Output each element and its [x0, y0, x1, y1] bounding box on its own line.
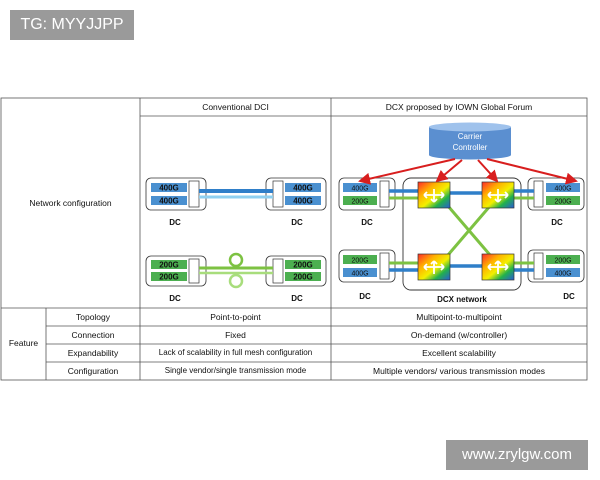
feature-conventional-value: Point-to-point	[210, 312, 261, 322]
feature-conventional-value: Single vendor/single transmission mode	[164, 366, 307, 375]
dc-label: DC	[291, 294, 303, 303]
transceiver-label: 400G	[554, 271, 571, 278]
dc-conv-bottom-left: 200G 200G	[145, 255, 207, 287]
transceiver-label: 200G	[159, 273, 179, 282]
transceiver-label: 200G	[554, 258, 571, 265]
optical-switch	[417, 181, 451, 209]
dcx-dc-top-right: 400G 200G	[527, 177, 585, 211]
feature-name: Connection	[71, 330, 115, 340]
conventional-diagram: 400G 400G 400G 400G DC DC 200G 200G	[145, 177, 327, 303]
controller-label-line2: Controller	[453, 143, 488, 152]
transceiver-label: 400G	[159, 197, 179, 206]
transceiver-label: 400G	[159, 184, 179, 193]
dcx-dc-top-left: 400G 200G	[338, 177, 396, 211]
watermark-top: TG: MYYJJPP	[10, 10, 134, 40]
transceiver-label: 400G	[351, 271, 368, 278]
fiber-loop	[228, 273, 244, 289]
optical-switch	[417, 253, 451, 281]
dcx-dc-bottom-right: 200G 400G	[527, 249, 585, 283]
dcx-network-label: DCX network	[437, 295, 487, 304]
transceiver-label: 200G	[293, 261, 313, 270]
transceiver-label: 400G	[351, 186, 368, 193]
transceiver-label: 400G	[293, 184, 313, 193]
feature-dcx-value: Multiple vendors/ various transmission m…	[373, 366, 545, 376]
transceiver-label: 200G	[351, 199, 368, 206]
feature-dcx-value: Multipoint-to-multipoint	[416, 312, 502, 322]
feature-dcx-value: On-demand (w/controller)	[410, 330, 508, 340]
feature-name: Topology	[75, 312, 111, 322]
optical-switch	[481, 253, 515, 281]
dc-label: DC	[359, 292, 371, 301]
feature-conventional-value: Fixed	[225, 330, 246, 340]
dc-label: DC	[169, 294, 181, 303]
row-label-network-configuration: Network configuration	[29, 198, 112, 208]
transceiver-label: 400G	[293, 197, 313, 206]
feature-conventional-value: Lack of scalability in full mesh configu…	[158, 348, 313, 357]
transceiver-label: 400G	[554, 186, 571, 193]
dc-label: DC	[169, 218, 181, 227]
transceiver-label: 200G	[159, 261, 179, 270]
optical-switch	[481, 181, 515, 209]
fiber-loop	[228, 252, 244, 268]
header-conventional-dci: Conventional DCI	[202, 102, 269, 112]
dc-conv-bottom-right: 200G 200G	[265, 255, 327, 287]
dc-label: DC	[551, 218, 563, 227]
dc-label: DC	[291, 218, 303, 227]
transceiver-label: 200G	[293, 273, 313, 282]
dc-label: DC	[563, 292, 575, 301]
row-label-feature: Feature	[8, 338, 39, 348]
dcx-dc-bottom-left: 200G 400G	[338, 249, 396, 283]
feature-name: Expandability	[67, 348, 119, 358]
dc-label: DC	[361, 218, 373, 227]
transceiver-label: 200G	[554, 199, 571, 206]
watermark-bottom: www.zrylgw.com	[446, 440, 588, 470]
control-arrows	[358, 158, 578, 185]
feature-name: Configuration	[67, 366, 119, 376]
carrier-controller: Carrier Controller	[429, 122, 511, 160]
feature-dcx-value: Excellent scalability	[422, 348, 496, 358]
dcx-diagram: Carrier Controller DCX network 400G 200G…	[338, 122, 585, 304]
dc-conv-top-left: 400G 400G	[145, 177, 207, 211]
dc-conv-top-right: 400G 400G	[265, 177, 327, 211]
controller-label-line1: Carrier	[458, 132, 483, 141]
transceiver-label: 200G	[351, 258, 368, 265]
header-dcx: DCX proposed by IOWN Global Forum	[385, 102, 533, 112]
table-grid	[0, 97, 588, 381]
